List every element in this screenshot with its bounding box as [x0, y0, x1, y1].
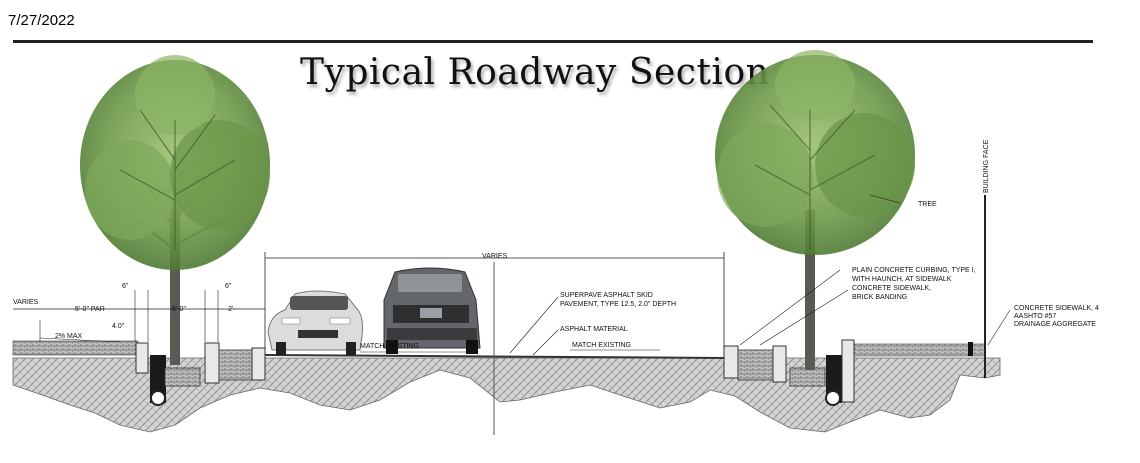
truck — [383, 267, 481, 354]
label-drainage: DRAINAGE AGGREGATE — [1014, 321, 1096, 328]
label-match-existing-left: MATCH EXISTING — [360, 343, 419, 350]
tree-right — [715, 50, 915, 370]
label-six-in-a: 6" — [122, 283, 129, 290]
label-dim-2: 2'- — [228, 306, 236, 313]
label-sidewalk-2: BRICK BANDING — [852, 294, 907, 301]
label-sidewalk-1: CONCRETE SIDEWALK, — [852, 285, 931, 292]
label-building-face: BUILDING FACE — [983, 139, 990, 193]
label-asphalt-material: ASPHALT MATERIAL — [560, 326, 628, 333]
header-divider — [13, 40, 1093, 43]
label-conc-sidewalk: CONCRETE SIDEWALK, 4 — [1014, 305, 1099, 312]
label-dim-5: 5'-0" — [172, 306, 186, 313]
label-par: 5'-0" PAR — [75, 306, 105, 313]
label-varies-top: VARIES — [482, 253, 507, 260]
label-two-pct-max: 2% MAX — [55, 333, 83, 340]
date-stamp: 7/27/2022 — [8, 12, 75, 29]
tree-left — [80, 55, 270, 365]
label-aashto: AASHTO #57 — [1014, 313, 1056, 320]
label-tree: TREE — [918, 201, 937, 208]
label-match-existing-right: MATCH EXISTING — [572, 342, 631, 349]
label-four-in: 4.0" — [112, 323, 125, 330]
label-six-in-b: 6" — [225, 283, 232, 290]
car — [267, 290, 363, 355]
label-varies-left: VARIES — [13, 299, 38, 306]
page-title: Typical Roadway Section — [300, 52, 770, 93]
label-curbing-1: PLAIN CONCRETE CURBING, TYPE I, — [852, 267, 976, 274]
label-superpave: SUPERPAVE ASPHALT SKID — [560, 292, 653, 299]
label-superpave-2: PAVEMENT, TYPE 12.5, 2.0" DEPTH — [560, 301, 676, 308]
label-curbing-2: WITH HAUNCH, AT SIDEWALK — [852, 276, 952, 283]
